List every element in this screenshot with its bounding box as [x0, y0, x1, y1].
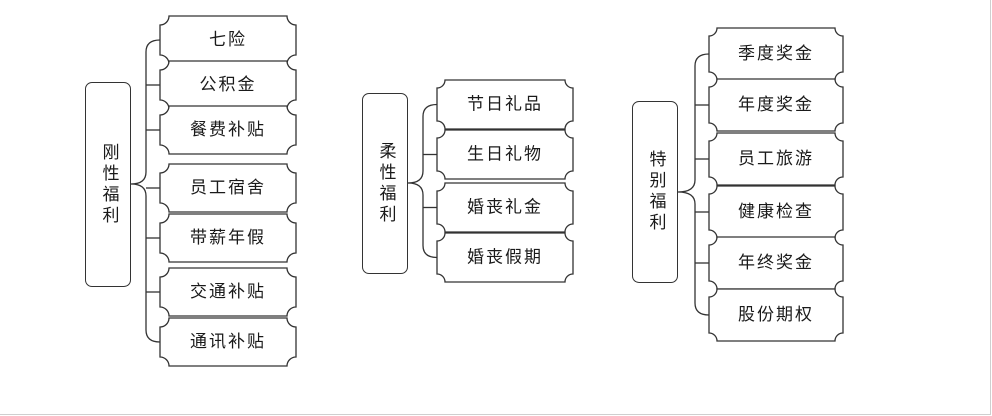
item-label-rigid: 餐费补贴 [190, 120, 266, 140]
item-box-flexible [436, 129, 574, 180]
item-label-rigid: 通讯补贴 [190, 332, 266, 352]
item-box-rigid [159, 105, 297, 155]
item-box-flexible [436, 79, 574, 130]
item-label-special: 股份期权 [738, 305, 814, 325]
bracket-flexible [407, 103, 438, 259]
item-label-special: 年终奖金 [738, 253, 814, 273]
item-label-special: 员工旅游 [738, 149, 814, 169]
item-box-rigid [159, 213, 297, 263]
bracket-rigid [130, 39, 161, 343]
category-special-label: 特别福利 [645, 150, 666, 234]
item-label-rigid: 公积金 [200, 75, 257, 95]
item-label-rigid: 员工宿舍 [190, 178, 266, 198]
item-box-rigid [159, 163, 297, 213]
category-flexible-label: 柔性福利 [375, 141, 396, 226]
item-box-rigid [159, 267, 297, 317]
item-label-special: 健康检查 [738, 202, 814, 222]
category-rigid-benefits: 刚性福利 [85, 82, 131, 287]
bracket-special [677, 53, 710, 316]
item-box-rigid [159, 317, 297, 367]
category-flexible-benefits: 柔性福利 [362, 93, 408, 274]
item-box-special [708, 132, 844, 186]
item-label-flexible: 婚丧礼金 [467, 198, 543, 218]
item-label-rigid: 带薪年假 [190, 228, 266, 248]
item-label-rigid: 交通补贴 [190, 282, 266, 302]
item-label-flexible: 生日礼物 [467, 145, 543, 165]
item-box-special [708, 288, 844, 342]
item-label-rigid: 七险 [209, 30, 247, 50]
item-label-special: 年度奖金 [738, 95, 814, 115]
item-box-special [708, 78, 844, 132]
category-rigid-label: 刚性福利 [98, 142, 119, 227]
item-label-special: 季度奖金 [738, 44, 814, 64]
item-box-flexible [436, 182, 574, 233]
category-special-benefits: 特别福利 [632, 101, 678, 283]
item-label-flexible: 节日礼品 [467, 95, 543, 115]
item-label-flexible: 婚丧假期 [467, 248, 543, 268]
item-box-flexible [436, 232, 574, 283]
